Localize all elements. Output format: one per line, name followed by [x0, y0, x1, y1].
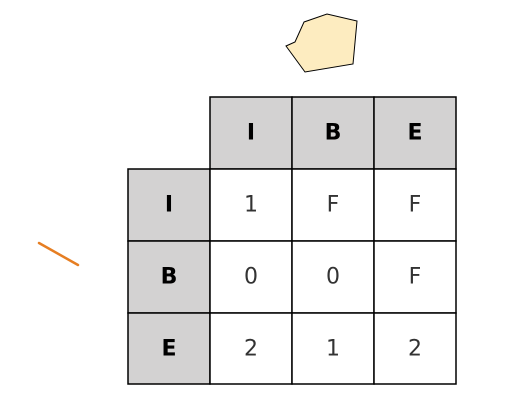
matrix-cell [209, 312, 293, 385]
row-header-label: I [165, 193, 173, 218]
matrix-cell-value: 0 [244, 265, 258, 290]
column-header-cell [209, 96, 293, 170]
row-header-cell [127, 312, 211, 385]
column-header-label: E [407, 121, 422, 146]
matrix-cell [291, 312, 375, 385]
matrix-cell-value: 0 [326, 265, 340, 290]
matrix-cell-value: F [409, 193, 422, 218]
matrix-cell-value: F [409, 265, 422, 290]
matrix-cell [373, 312, 457, 385]
matrix-cell-value: 1 [244, 193, 258, 218]
matrix-cell [209, 240, 293, 314]
matrix-row: 2 1 2 [209, 312, 457, 385]
column-header-label: I [247, 121, 255, 146]
matrix-row: 1 F F [209, 168, 457, 242]
column-header-row: I B E [209, 96, 457, 170]
row-header-label: B [161, 265, 178, 290]
column-header-cell [373, 96, 457, 170]
matrix-cell-value: F [327, 193, 340, 218]
pentagon-shape [285, 13, 358, 73]
row-header-label: E [161, 337, 176, 362]
row-header-column: I B E [127, 168, 211, 385]
matrix-cell [291, 168, 375, 242]
column-header-label: B [325, 121, 342, 146]
matrix-row: 0 0 F [209, 240, 457, 314]
orange-line-shape [37, 241, 80, 267]
matrix-cell-value: 2 [408, 337, 422, 362]
matrix-cell [373, 240, 457, 314]
column-header-cell [291, 96, 375, 170]
matrix-cell-value: 2 [244, 337, 258, 362]
matrix-cell-value: 1 [326, 337, 340, 362]
